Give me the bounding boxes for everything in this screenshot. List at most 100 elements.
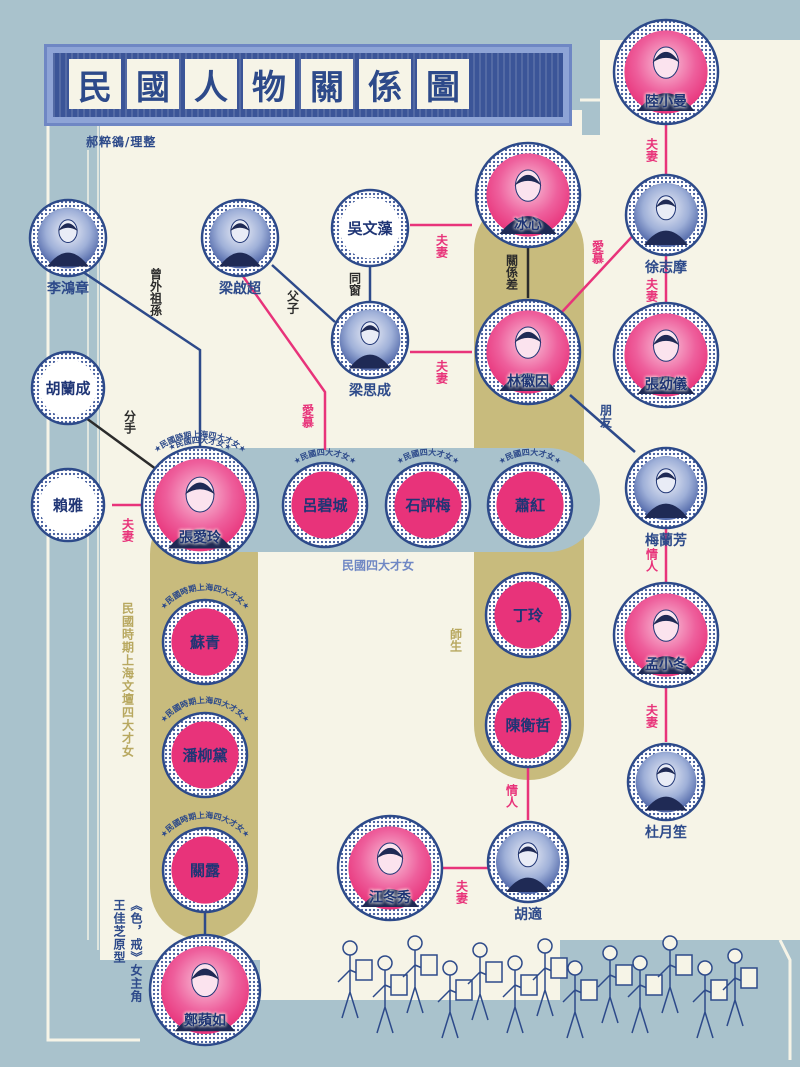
relation-pengyou: 朋友 <box>598 404 613 428</box>
crowd-figure <box>337 940 373 1019</box>
node-disc <box>494 581 562 649</box>
title-char: 係 <box>359 59 411 109</box>
portrait-hair <box>652 614 680 626</box>
crowd-figure <box>437 960 473 1039</box>
node-name-meng-xiaodong: 孟小冬 <box>645 656 687 673</box>
portrait-hair <box>58 223 78 232</box>
portrait-body <box>349 354 391 369</box>
portrait-hair <box>230 223 250 232</box>
node-name-wu-wenzao: 吳文藻 <box>347 219 393 238</box>
node-shi-pingmei <box>384 461 472 549</box>
line-xu-lin <box>561 227 641 313</box>
node-zhang-ailing <box>140 445 260 565</box>
relation-fuqi-xu-zhang: 夫妻 <box>644 278 659 302</box>
node-guan-lu <box>161 826 249 914</box>
portrait-body <box>499 373 557 391</box>
relation-fuqi-meng-du: 夫妻 <box>644 704 659 728</box>
portrait-body <box>506 877 550 892</box>
group-label-shanghai: 民國時期上海文壇四大才女 <box>120 602 135 758</box>
node-disc <box>394 471 462 539</box>
line-lin-mei <box>569 394 636 453</box>
portrait-hair <box>652 51 680 63</box>
crowd-figure <box>562 960 598 1039</box>
node-disc <box>339 197 401 259</box>
line-qichao-lu <box>238 271 327 450</box>
node-name-du-yuesheng: 杜月笙 <box>645 825 687 841</box>
portrait-hair <box>655 199 677 208</box>
title-char: 圖 <box>417 59 469 109</box>
portrait-body <box>174 1012 236 1032</box>
node-lai-ya <box>30 467 106 543</box>
title-chars: 民 國 人 物 關 係 圖 <box>69 59 469 109</box>
node-meng-xiaodong <box>612 581 720 689</box>
title-char: 關 <box>301 59 353 109</box>
node-name-chen-hengzhe: 陳衡哲 <box>505 716 551 735</box>
portrait-hair <box>360 325 380 334</box>
portrait-body <box>645 796 687 811</box>
portrait-head <box>655 195 677 221</box>
node-chen-hengzhe <box>484 681 572 769</box>
node-disc <box>39 359 97 417</box>
title-block: 民 國 人 物 關 係 圖 <box>44 44 572 126</box>
crowd-figure <box>722 948 758 1027</box>
node-disc <box>494 691 562 759</box>
node-name-guan-lu: 關露 <box>189 861 221 880</box>
relation-fuqi-liang-lin: 夫妻 <box>434 360 449 384</box>
node-disc <box>171 721 239 789</box>
portrait-head <box>515 169 541 202</box>
portrait-head <box>185 476 215 513</box>
portrait-hair <box>184 482 216 495</box>
node-liang-sicheng <box>330 300 410 380</box>
portrait-hair <box>517 846 539 855</box>
node-lu-bicheng <box>281 461 369 549</box>
node-name-lu-xiaoman: 陸小曼 <box>645 93 687 110</box>
node-name-su-qing: 蘇青 <box>189 633 221 652</box>
node-name-zhang-ailing: 張愛玲 <box>179 529 221 546</box>
node-name-liang-sicheng: 梁思成 <box>349 383 391 399</box>
title-char: 民 <box>69 59 121 109</box>
node-name-zheng-pingru: 鄭蘋如 <box>184 1013 226 1030</box>
crowd-figure <box>657 935 693 1014</box>
node-jiang-dongxiu <box>336 814 444 922</box>
node-name-hu-lancheng: 胡蘭成 <box>45 379 91 398</box>
node-name-jiang-dongxiu: 江冬秀 <box>369 889 411 906</box>
four-talented-band <box>145 448 600 552</box>
node-name-liang-qichao: 梁啟超 <box>219 281 261 297</box>
title-char: 國 <box>127 59 179 109</box>
portrait-head <box>230 219 250 244</box>
node-xu-zhimo <box>624 173 708 257</box>
relation-qingren-chen-hu: 情人 <box>504 784 519 808</box>
line-hu-zhang <box>85 416 161 474</box>
portrait-head <box>191 963 219 998</box>
relation-qingren-mei-meng: 情人 <box>644 548 659 572</box>
crowd-figure <box>532 938 568 1017</box>
portrait-body <box>47 252 89 267</box>
crowd-figure <box>597 945 633 1024</box>
node-name-mei-lanfang: 梅蘭芳 <box>645 533 687 549</box>
node-su-qing <box>161 598 249 686</box>
relation-tongchuang: 同窗 <box>347 272 362 296</box>
node-name-zhang-youyi: 張幼儀 <box>645 376 687 393</box>
relation-fuqi-lai-zhang: 夫妻 <box>120 518 135 542</box>
node-xiao-hong <box>486 461 574 549</box>
line-li-zhang <box>67 260 202 450</box>
portrait-hair <box>652 334 680 346</box>
node-disc <box>171 608 239 676</box>
node-name-ding-ling: 丁玲 <box>512 606 544 625</box>
node-bing-xin <box>474 141 582 249</box>
node-mei-lanfang <box>624 446 708 530</box>
crowd-figure <box>627 955 663 1034</box>
title-char: 人 <box>185 59 237 109</box>
node-disc <box>291 471 359 539</box>
node-lin-huiyin <box>474 298 582 406</box>
portrait-body <box>168 528 232 549</box>
portrait-head <box>377 842 403 875</box>
crowd-figure <box>692 960 728 1039</box>
node-disc <box>171 836 239 904</box>
node-ding-ling <box>484 571 572 659</box>
node-name-hu-shi: 胡適 <box>514 907 542 923</box>
node-disc <box>39 476 97 534</box>
node-hu-shi <box>486 820 570 904</box>
